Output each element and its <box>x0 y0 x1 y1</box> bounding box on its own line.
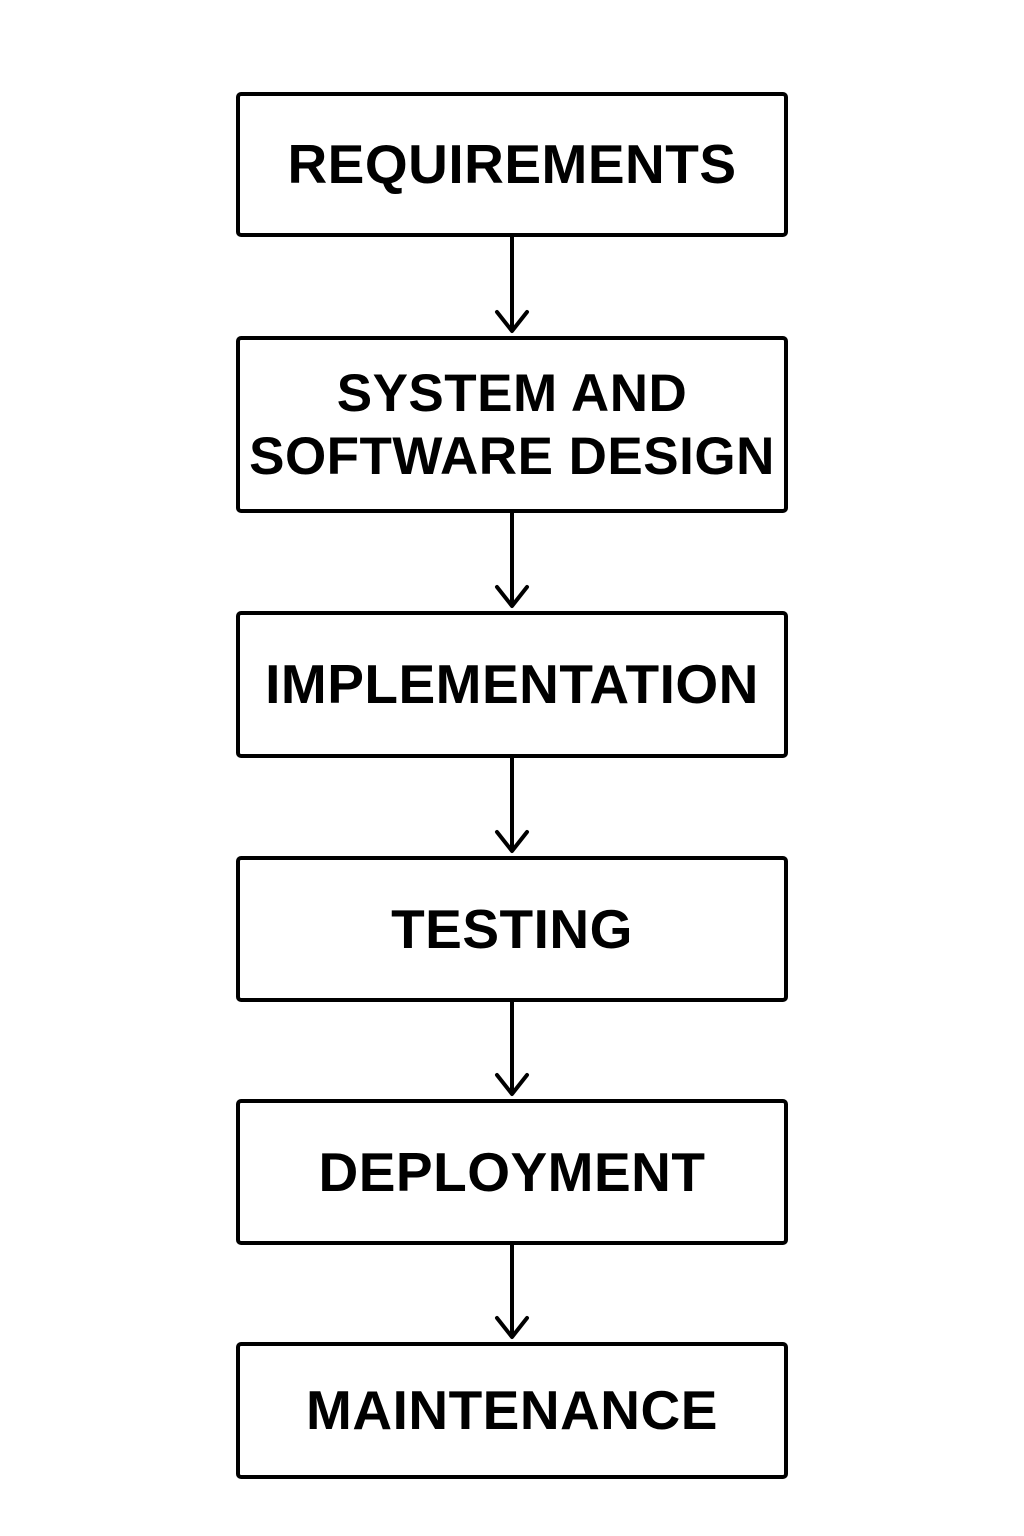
step-label: IMPLEMENTATION <box>265 653 759 715</box>
step-system-and-software-design: SYSTEM AND SOFTWARE DESIGN <box>236 336 788 513</box>
step-deployment: DEPLOYMENT <box>236 1099 788 1245</box>
step-label: REQUIREMENTS <box>287 133 737 195</box>
step-label: TESTING <box>391 897 633 960</box>
step-testing: TESTING <box>236 856 788 1002</box>
arrow-requirements-to-design <box>495 235 529 333</box>
step-label: MAINTENANCE <box>306 1379 718 1441</box>
step-implementation: IMPLEMENTATION <box>236 611 788 758</box>
arrow-deployment-to-maintenance <box>495 1243 529 1339</box>
step-label: DEPLOYMENT <box>318 1140 706 1203</box>
arrow-implementation-to-testing <box>495 756 529 853</box>
step-label: SYSTEM AND SOFTWARE DESIGN <box>249 363 775 486</box>
arrow-testing-to-deployment <box>495 1000 529 1096</box>
step-requirements: REQUIREMENTS <box>236 92 788 237</box>
arrow-design-to-implementation <box>495 511 529 608</box>
step-maintenance: MAINTENANCE <box>236 1342 788 1479</box>
